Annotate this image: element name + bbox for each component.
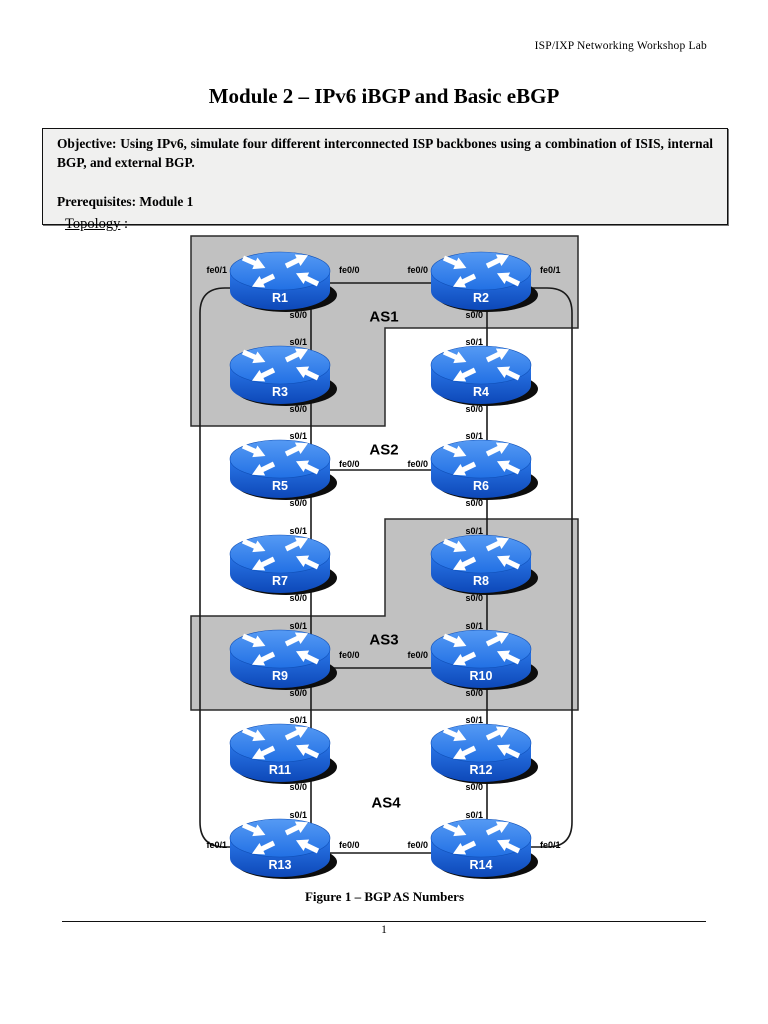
router-label: R12 <box>469 763 493 777</box>
router-label: R1 <box>272 291 288 305</box>
router-label: R10 <box>469 669 493 683</box>
interface-label: fe0/0 <box>339 265 360 275</box>
router-label: R2 <box>473 291 489 305</box>
as-label-as2: AS2 <box>369 441 399 459</box>
interface-label: fe0/0 <box>407 459 428 469</box>
interface-label: fe0/1 <box>540 265 561 275</box>
router-r12: R12 <box>429 721 539 787</box>
router-label: R4 <box>473 385 489 399</box>
interface-label: s0/0 <box>465 593 483 603</box>
router-icon <box>228 437 338 503</box>
interface-label: s0/1 <box>289 431 307 441</box>
router-icon <box>429 721 539 787</box>
interface-label: fe0/0 <box>407 650 428 660</box>
router-label: R7 <box>272 574 288 588</box>
router-r14: R14 <box>429 816 539 882</box>
router-icon <box>429 627 539 693</box>
router-label: R14 <box>469 858 493 872</box>
as-label-as4: AS4 <box>371 794 401 812</box>
interface-label: s0/0 <box>289 404 307 414</box>
interface-label: s0/1 <box>465 431 483 441</box>
interface-label: s0/0 <box>289 310 307 320</box>
router-r9: R9 <box>228 627 338 693</box>
router-r2: R2 <box>429 249 539 315</box>
page-title: Module 2 – IPv6 iBGP and Basic eBGP <box>208 84 560 108</box>
interface-label: fe0/0 <box>407 265 428 275</box>
interface-label: fe0/0 <box>339 840 360 850</box>
router-label: R6 <box>473 479 489 493</box>
interface-label: s0/0 <box>289 688 307 698</box>
interface-label: s0/1 <box>289 810 307 820</box>
router-icon <box>228 816 338 882</box>
figure-caption: Figure 1 – BGP AS Numbers <box>304 889 465 904</box>
interface-label: s0/1 <box>289 715 307 725</box>
router-icon <box>429 249 539 315</box>
interface-label: s0/0 <box>465 498 483 508</box>
router-icon <box>228 343 338 409</box>
objective-text: Objective: Using IPv6, simulate four dif… <box>57 136 713 170</box>
interface-label: s0/0 <box>465 782 483 792</box>
router-label: R9 <box>272 669 288 683</box>
interface-label: s0/0 <box>289 593 307 603</box>
interface-label: s0/1 <box>289 337 307 347</box>
router-r5: R5 <box>228 437 338 503</box>
router-label: R13 <box>268 858 292 872</box>
interface-label: s0/1 <box>465 810 483 820</box>
router-r8: R8 <box>429 532 539 598</box>
router-icon <box>228 532 338 598</box>
router-r10: R10 <box>429 627 539 693</box>
router-r3: R3 <box>228 343 338 409</box>
prerequisites-text: Prerequisites: Module 1 <box>57 194 194 209</box>
interface-label: s0/1 <box>289 526 307 536</box>
interface-label: s0/1 <box>465 337 483 347</box>
interface-label: fe0/1 <box>206 265 227 275</box>
router-r13: R13 <box>228 816 338 882</box>
router-icon <box>429 437 539 503</box>
topology-label: Topology : <box>65 216 128 233</box>
interface-label: fe0/0 <box>339 459 360 469</box>
router-icon <box>228 249 338 315</box>
router-label: R11 <box>268 763 292 777</box>
interface-label: s0/1 <box>289 621 307 631</box>
interface-label: s0/0 <box>465 404 483 414</box>
router-r1: R1 <box>228 249 338 315</box>
as-label-as1: AS1 <box>369 308 399 326</box>
router-r6: R6 <box>429 437 539 503</box>
interface-label: fe0/1 <box>206 840 227 850</box>
router-r7: R7 <box>228 532 338 598</box>
interface-label: fe0/0 <box>339 650 360 660</box>
router-label: R5 <box>272 479 288 493</box>
router-icon <box>429 816 539 882</box>
router-icon <box>429 532 539 598</box>
topology-word: Topology <box>65 216 121 232</box>
router-icon <box>429 343 539 409</box>
router-label: R3 <box>272 385 288 399</box>
router-r4: R4 <box>429 343 539 409</box>
as-label-as3: AS3 <box>369 631 399 649</box>
interface-label: s0/0 <box>465 688 483 698</box>
router-icon <box>228 627 338 693</box>
interface-label: fe0/1 <box>540 840 561 850</box>
interface-label: fe0/0 <box>407 840 428 850</box>
footer-rule <box>62 921 706 922</box>
interface-label: s0/0 <box>289 782 307 792</box>
interface-label: s0/0 <box>465 310 483 320</box>
interface-label: s0/1 <box>465 526 483 536</box>
router-r11: R11 <box>228 721 338 787</box>
page-number: 1 <box>381 924 387 936</box>
router-label: R8 <box>473 574 489 588</box>
topology-colon: : <box>124 216 129 232</box>
objective-box: Objective: Using IPv6, simulate four dif… <box>42 128 728 225</box>
page-header: ISP/IXP Networking Workshop Lab <box>534 40 707 52</box>
interface-label: s0/1 <box>465 715 483 725</box>
interface-label: s0/0 <box>289 498 307 508</box>
interface-label: s0/1 <box>465 621 483 631</box>
router-icon <box>228 721 338 787</box>
